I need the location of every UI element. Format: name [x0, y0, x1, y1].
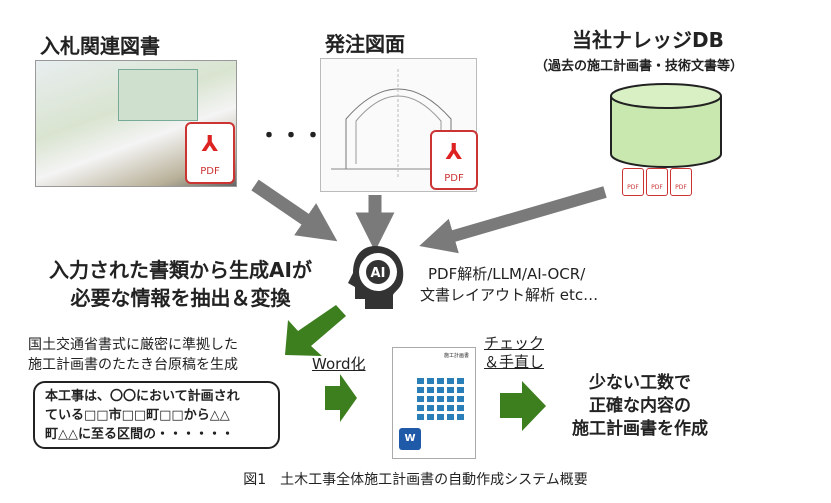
ai-head-icon: AI — [348, 246, 404, 309]
order-drawing-title: 発注図面 — [325, 32, 405, 56]
gray-arrow-bid — [251, 179, 338, 242]
word-icon: W — [399, 428, 421, 450]
knowledge-db-title: 当社ナレッジDB — [572, 28, 724, 52]
result-line3: 施工計画書を作成 — [572, 419, 708, 439]
draft-description: 国土交通省書式に厳密に準拠した 施工計画書のたたき台原稿を生成 — [28, 335, 238, 375]
word-document-thumbnail: 施工計画書 W — [392, 347, 476, 459]
figure-caption: 図1 土木工事全体施工計画書の自動作成システム概要 — [243, 472, 588, 488]
tech-line2: 文書レイアウト解析 etc… — [420, 286, 599, 304]
check-line1: チェック — [484, 334, 545, 352]
ai-icon-label: AI — [371, 266, 386, 281]
bid-docs-title: 入札関連図書 — [40, 34, 160, 58]
doc-thumb-title: 施工計画書 — [443, 353, 469, 359]
result-text: 少ない工数で 正確な内容の 施工計画書を作成 — [555, 372, 725, 441]
map-inset — [118, 69, 198, 121]
check-step-label: チェック ＆手直し — [484, 334, 544, 372]
green-arrow-down-left — [285, 305, 346, 356]
ai-heading-line1: 入力された書類から生成AIが — [49, 258, 312, 282]
sample-line3: 町△△に至る区間の・・・・・・ — [45, 427, 234, 442]
check-line2: ＆手直し — [484, 353, 545, 371]
word-step-label: Word化 — [312, 355, 366, 373]
drawing-thumbnail — [320, 58, 477, 192]
small-pdf-icon: PDF — [670, 168, 692, 196]
sample-line2: ている□□市□□町□□から△△ — [45, 408, 230, 423]
ellipsis: ・・・ — [258, 124, 325, 149]
pdf-icon: ⅄PDF — [185, 122, 235, 184]
tech-line1: PDF解析/LLM/AI-OCR/ — [428, 265, 586, 283]
ai-heading-line2: 必要な情報を抽出＆変換 — [70, 286, 291, 310]
gray-arrow-db — [419, 186, 607, 254]
ai-techniques: PDF解析/LLM/AI-OCR/ 文書レイアウト解析 etc… — [420, 264, 598, 306]
result-line2: 正確な内容の — [589, 396, 691, 416]
ai-heading: 入力された書類から生成AIが 必要な情報を抽出＆変換 — [28, 256, 333, 312]
knowledge-db-subtitle: （過去の施工計画書・技術文書等） — [535, 59, 744, 74]
small-pdf-icon: PDF — [646, 168, 668, 196]
green-arrow-word — [325, 374, 357, 422]
result-line1: 少ない工数で — [589, 373, 691, 393]
small-pdf-icon: PDF — [622, 168, 644, 196]
draft-desc-line2: 施工計画書のたたき台原稿を生成 — [28, 357, 238, 373]
database-icon — [610, 83, 722, 168]
draft-desc-line1: 国土交通省書式に厳密に準拠した — [28, 337, 238, 353]
green-arrow-result — [500, 381, 546, 431]
pdf-icon: ⅄PDF — [430, 130, 478, 190]
doc-thumb-grid — [417, 376, 467, 420]
sample-line1: 本工事は、〇〇において計画され — [45, 389, 240, 404]
draft-sample-box: 本工事は、〇〇において計画され ている□□市□□町□□から△△ 町△△に至る区間… — [33, 381, 280, 449]
